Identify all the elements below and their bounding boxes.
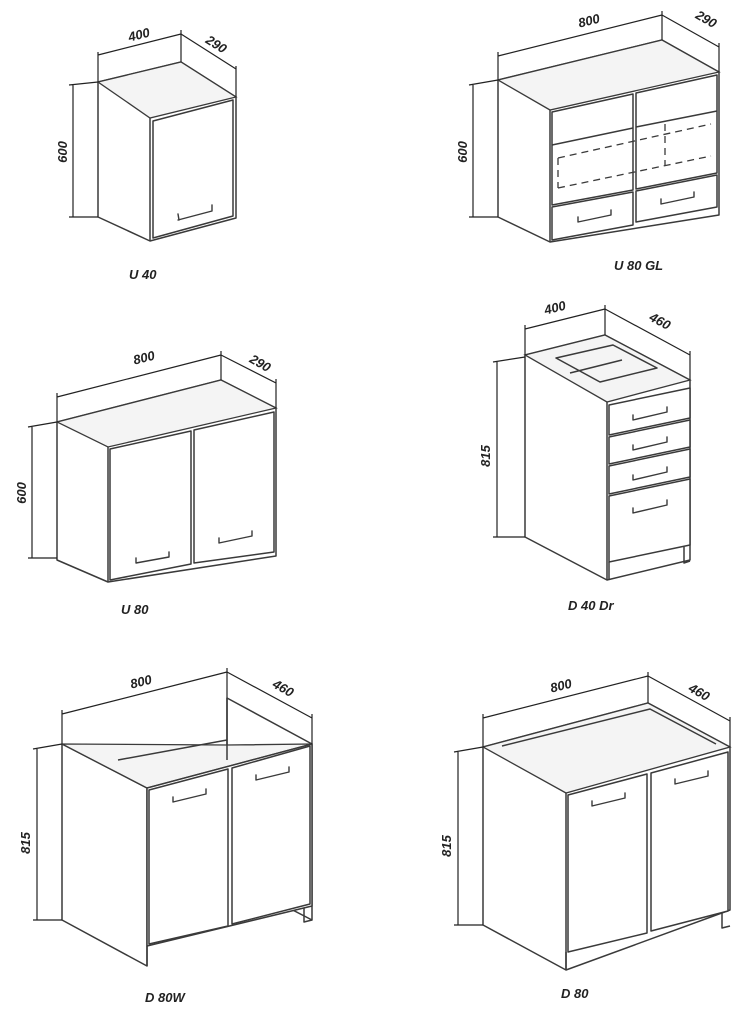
d40dr-caption: D 40 Dr xyxy=(568,598,614,613)
u80gl-height-dim xyxy=(468,79,499,218)
d80w-height-dim xyxy=(32,743,63,921)
d80-door-right xyxy=(650,751,729,932)
u80-width-dim xyxy=(56,351,222,422)
d80-depth-dim xyxy=(647,675,731,747)
u80-depth-dim xyxy=(220,354,277,408)
d80-depth-label: 460 xyxy=(685,680,713,705)
u40-width-dim xyxy=(97,30,182,82)
u40-width-label: 400 xyxy=(126,25,152,45)
d80w-width-label: 800 xyxy=(129,672,154,692)
u80-door-right xyxy=(193,411,275,564)
u80-door-left xyxy=(109,430,192,581)
u80gl-depth-dim xyxy=(661,14,720,72)
d80-caption: D 80 xyxy=(561,986,589,1001)
d80-door-left xyxy=(567,773,648,953)
cabinet-u40 xyxy=(68,30,238,242)
d40dr-width-dim xyxy=(524,305,606,355)
d80w-door-left xyxy=(148,768,229,945)
cabinet-d40dr xyxy=(492,305,692,581)
cabinet-u80gl xyxy=(468,11,721,243)
d40dr-drawer-1 xyxy=(608,387,691,436)
u80gl-drawer-right xyxy=(635,174,718,223)
d40dr-drawer-4 xyxy=(608,478,691,563)
u40-caption: U 40 xyxy=(129,267,157,282)
u80gl-drawer-left xyxy=(551,191,634,241)
u40-height-label: 600 xyxy=(55,140,70,162)
u80gl-glass-door-left xyxy=(551,93,634,206)
u80gl-height-label: 600 xyxy=(455,140,470,162)
cabinet-d80 xyxy=(453,672,732,971)
cabinet-u80 xyxy=(27,351,278,583)
d40dr-drawer-2 xyxy=(608,419,691,465)
d80w-width-dim xyxy=(61,668,228,744)
u80gl-depth-label: 290 xyxy=(692,7,720,32)
d80-width-dim xyxy=(482,672,649,747)
u80-width-label: 800 xyxy=(132,348,157,368)
u80-height-label: 600 xyxy=(14,481,29,503)
u80-height-dim xyxy=(27,421,58,559)
u80-depth-label: 290 xyxy=(246,351,274,376)
d40dr-height-dim xyxy=(492,356,526,538)
d80w-height-label: 815 xyxy=(18,831,33,853)
d80-width-label: 800 xyxy=(549,676,574,696)
u80gl-width-dim xyxy=(497,11,663,80)
u80gl-width-label: 800 xyxy=(577,11,602,31)
d40dr-width-label: 400 xyxy=(542,298,568,318)
d80w-caption: D 80W xyxy=(145,990,186,1005)
u80-caption: U 80 xyxy=(121,602,149,617)
u40-depth-label: 290 xyxy=(202,32,230,57)
d80w-door-right xyxy=(231,745,311,925)
u40-handle xyxy=(177,204,213,221)
u40-height-dim xyxy=(68,81,99,218)
d40dr-drawer-3 xyxy=(608,448,691,495)
u40-depth-dim xyxy=(180,33,237,97)
d80-height-label: 815 xyxy=(439,834,454,856)
u40-door xyxy=(152,99,234,239)
d40dr-height-label: 815 xyxy=(478,444,493,466)
u80gl-caption: U 80 GL xyxy=(614,258,663,273)
d80-height-dim xyxy=(453,746,484,926)
d40dr-depth-label: 460 xyxy=(646,309,674,333)
cabinet-d80w xyxy=(32,668,313,967)
d80w-depth-dim xyxy=(226,671,313,744)
d40dr-depth-dim xyxy=(604,308,691,380)
